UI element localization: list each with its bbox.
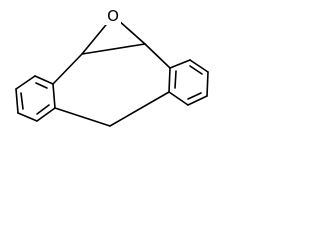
central-seven-membered-ring: [52, 43, 171, 127]
bond-right-ring-to-epoxide-carbon: [144, 43, 171, 69]
bond-left-ring-to-methylene: [54, 107, 111, 127]
bond-methylene-to-right-ring: [109, 91, 170, 127]
double-bond-right-ring-b: [187, 92, 202, 100]
double-bond-left-ring-c: [20, 92, 24, 110]
oxygen-atom-label: O: [107, 7, 119, 25]
bond-epoxide-right-carbon-oxygen: [117, 19, 146, 45]
bond-right-ring-6: [168, 67, 171, 93]
right-benzene-ring: [168, 59, 209, 106]
bond-right-ring-5: [168, 91, 189, 106]
double-bond-right-ring-c: [174, 70, 177, 89]
double-bond-left-ring-b: [36, 104, 50, 115]
double-bond-left-ring-a: [35, 82, 48, 89]
bond-right-ring-3: [206, 71, 209, 97]
bond-right-ring-2: [189, 59, 209, 73]
bond-right-ring-4: [187, 95, 208, 106]
bond-left-ring-2: [52, 83, 56, 109]
bond-left-ring-to-epoxide-carbon: [52, 53, 83, 85]
bond-left-ring-3: [36, 107, 56, 122]
bond-right-ring-1: [169, 59, 191, 69]
double-bond-right-ring-a: [189, 65, 203, 75]
bond-epoxide-carbon-carbon: [81, 43, 146, 55]
epoxide-ring: O: [81, 7, 146, 55]
bond-left-ring-1: [34, 75, 54, 85]
molecule-svg: O: [15, 7, 209, 127]
left-benzene-ring: [15, 75, 56, 122]
bond-left-ring-5: [15, 88, 19, 114]
oxygen-label-background: [105, 7, 121, 25]
bond-left-ring-4: [17, 112, 38, 122]
bond-epoxide-left-carbon-oxygen: [81, 19, 111, 55]
bond-left-ring-6: [15, 75, 36, 90]
chemical-structure-diagram: O: [0, 0, 226, 154]
